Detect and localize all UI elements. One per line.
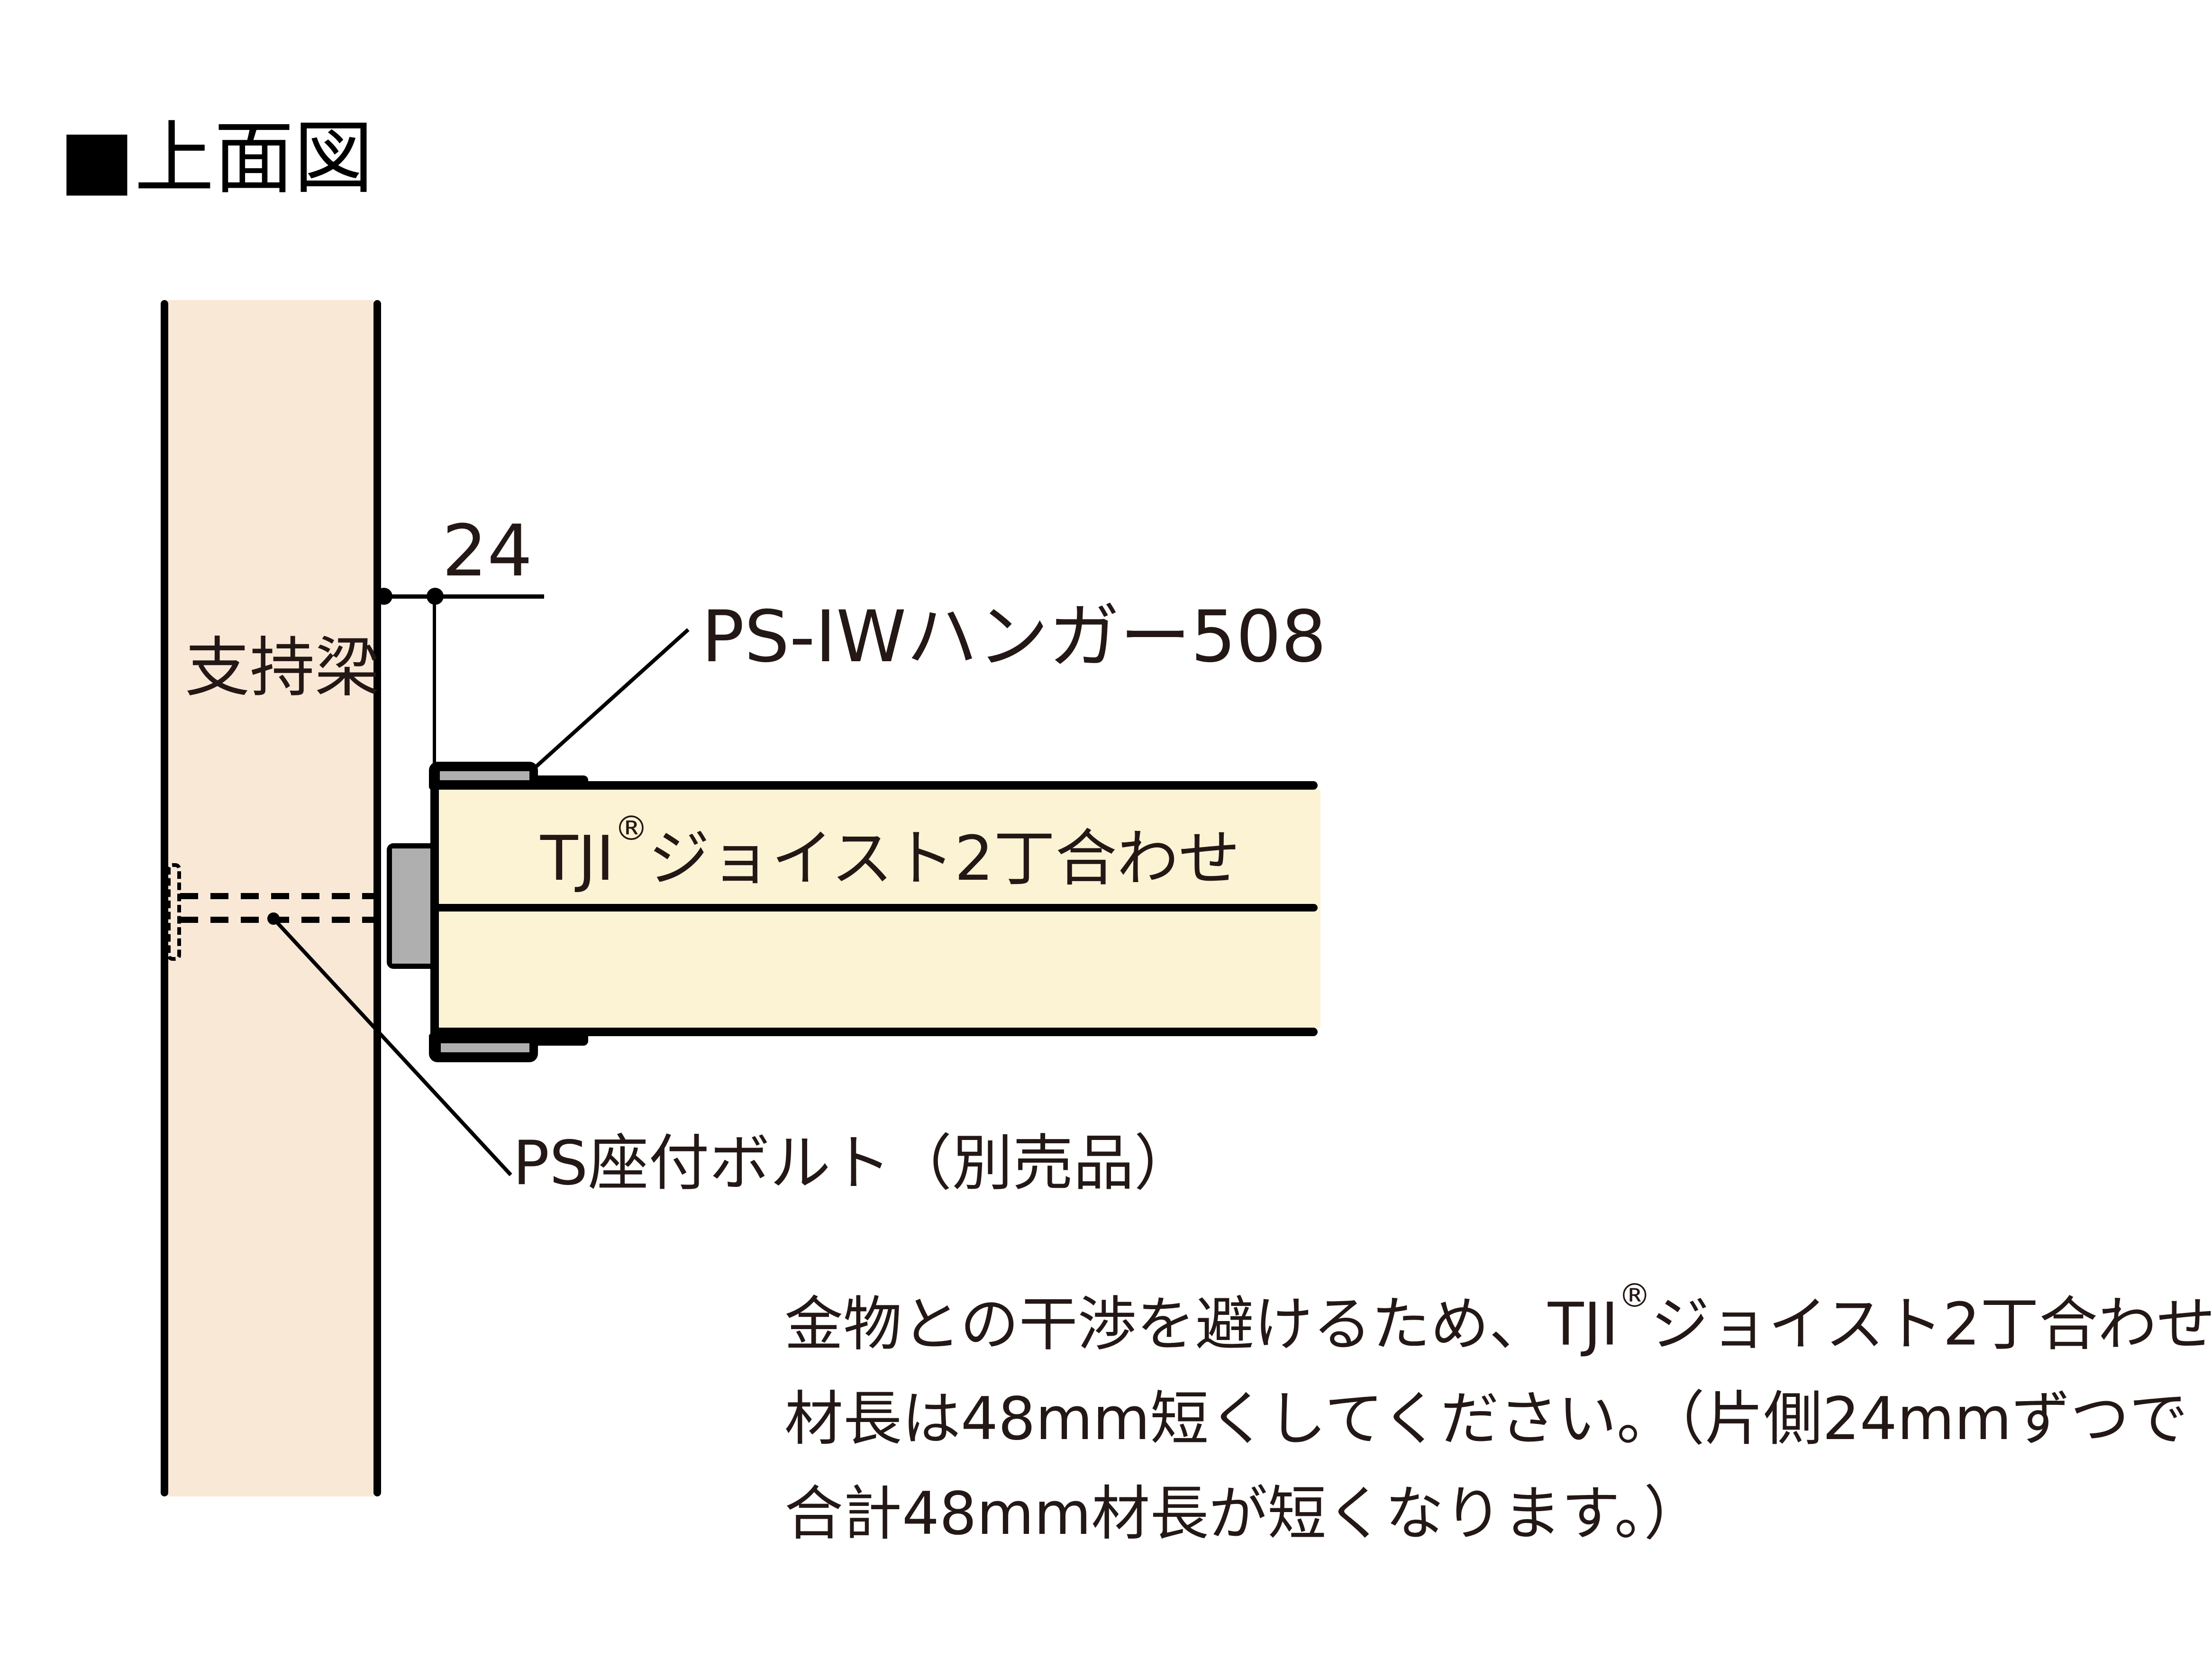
bolt-shaft-hidden-line-top bbox=[180, 893, 408, 899]
note-line-1-pre: 金物との干渉を避けるため、TJI bbox=[784, 1290, 1619, 1359]
bolt-label: PS座付ボルト（別売品） bbox=[513, 1128, 1195, 1199]
dimension-line bbox=[384, 594, 544, 599]
joist-label-pre: TJI bbox=[540, 822, 615, 894]
support-beam-label: 支持梁 bbox=[185, 630, 380, 706]
joist-label: TJI®ジョイスト2丁合わせ bbox=[540, 809, 1240, 898]
hanger-bottom-flange bbox=[441, 1043, 529, 1052]
joist-joint-line bbox=[439, 904, 1318, 912]
bolt-seat bbox=[392, 848, 433, 964]
dimension-dot-beam-face bbox=[375, 588, 392, 605]
joist-label-post: ジョイスト2丁合わせ bbox=[648, 822, 1240, 894]
note-line-1: 金物との干渉を避けるため、TJI®ジョイスト2丁合わせの bbox=[784, 1267, 2212, 1372]
bolt-washer-hidden-outline bbox=[167, 863, 181, 961]
registered-mark: ® bbox=[614, 809, 648, 848]
hanger-top-flange bbox=[440, 771, 529, 780]
hanger-leader-line bbox=[533, 628, 690, 769]
joist-end-edge bbox=[430, 781, 439, 1036]
joist-top-edge bbox=[430, 781, 1318, 790]
dimension-extension-line bbox=[433, 598, 436, 764]
note-line-1-post: ジョイスト2丁合わせの bbox=[1650, 1290, 2212, 1359]
note-registered-mark: ® bbox=[1618, 1277, 1651, 1315]
note-line-2: 材長は48mm短くしてください。（片側24mmずつで bbox=[784, 1385, 2188, 1454]
hanger-label: PS-IWハンガー508 bbox=[701, 596, 1327, 678]
support-beam-left-edge bbox=[161, 300, 168, 1496]
hanger-bottom-side-plate bbox=[529, 1031, 588, 1046]
bolt-shaft-hidden-line-bottom bbox=[180, 917, 408, 923]
dimension-value: 24 bbox=[442, 510, 533, 592]
joist-bottom-edge bbox=[430, 1028, 1318, 1036]
page-title: ■上面図 bbox=[59, 112, 373, 205]
note-paragraph: 金物との干渉を避けるため、TJI®ジョイスト2丁合わせの 材長は48mm短くして… bbox=[784, 1267, 2212, 1561]
note-line-3: 合計48mm材長が短くなります。） bbox=[784, 1480, 1702, 1549]
